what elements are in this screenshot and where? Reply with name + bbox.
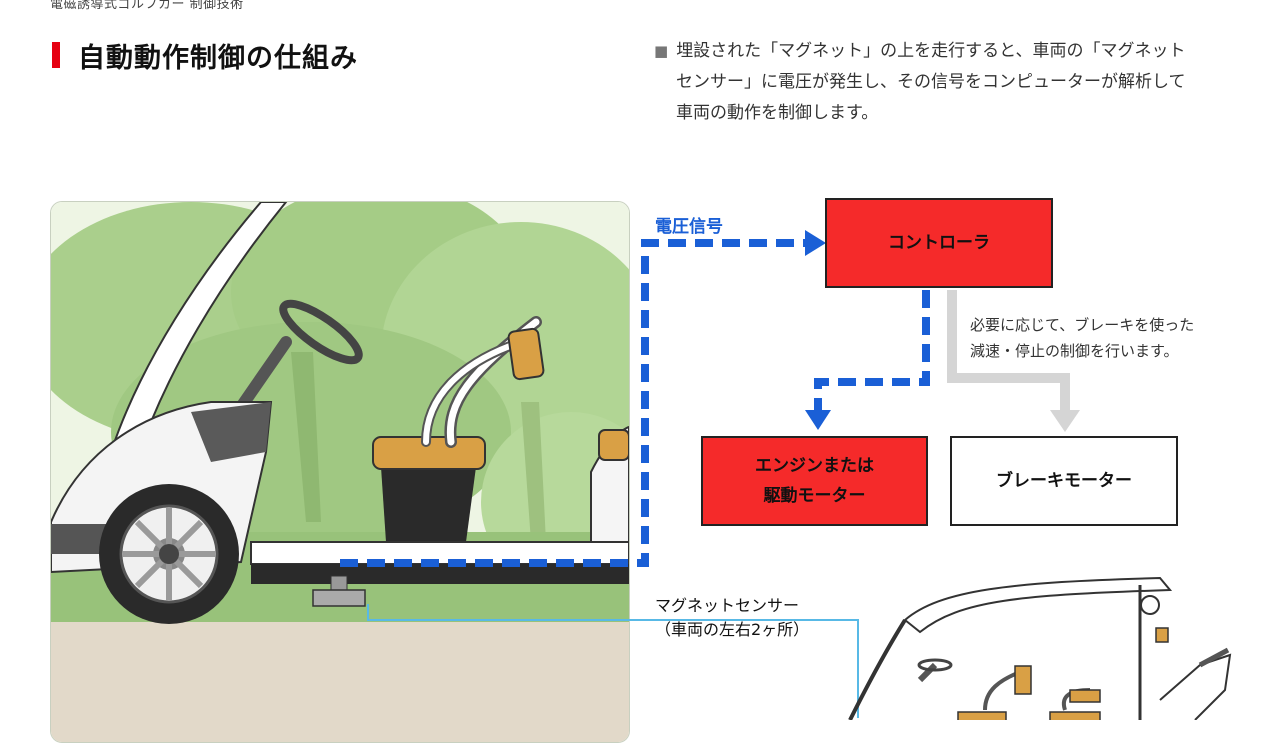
flow-diagram [340,198,1232,720]
brake-box [950,436,1178,526]
description-line-1: 埋設された「マグネット」の上を走行すると、車両の「マグネット [676,41,1186,61]
magnet-sensor-label: マグネットセンサー （車両の左右2ヶ所） [655,594,809,642]
description-line-3: 車両の動作を制御します。 [676,103,879,123]
voltage-signal-line [340,239,805,567]
square-bullet-icon: ■ [654,42,669,60]
description: ■ 埋設された「マグネット」の上を走行すると、車両の「マグネット センサー」に電圧… [654,36,1254,129]
engine-label: エンジンまたは 駆動モーター [702,437,927,525]
brake-note-line-2: 減速・停止の制御を行います。 [970,342,1179,360]
controller-label: コントローラ [888,233,990,253]
description-line-2: センサー」に電圧が発生し、その信号をコンピューターが解析して [676,72,1186,92]
title-accent-bar [52,42,60,68]
controller-box [825,198,1053,288]
engine-arrow-head [805,410,831,430]
brake-note: 必要に応じて、ブレーキを使った 減速・停止の制御を行います。 [970,312,1194,364]
breadcrumb: 電磁誘導式ゴルフカー 制御技術 [50,0,244,12]
engine-box [701,436,928,526]
engine-label-line-2: 駆動モーター [763,486,866,506]
sensor-label-line-2: （車両の左右2ヶ所） [655,620,810,639]
voltage-arrow-head [805,230,826,256]
overhead-cart-illustration [848,576,1232,720]
brake-arrow-head [1050,410,1080,432]
sensor-leader-line [367,604,859,718]
cart-scene-svg [51,202,629,742]
sensor-label-line-1: マグネットセンサー [655,596,800,615]
engine-signal-line [814,290,930,412]
voltage-signal-label: 電圧信号 [655,217,723,237]
brake-note-line-1: 必要に応じて、ブレーキを使った [970,316,1195,334]
brake-motor-label: ブレーキモーター [996,471,1132,491]
engine-label-line-1: エンジンまたは [755,456,874,476]
page-title: 自動動作制御の仕組み [78,43,358,74]
brake-line [947,290,1070,412]
